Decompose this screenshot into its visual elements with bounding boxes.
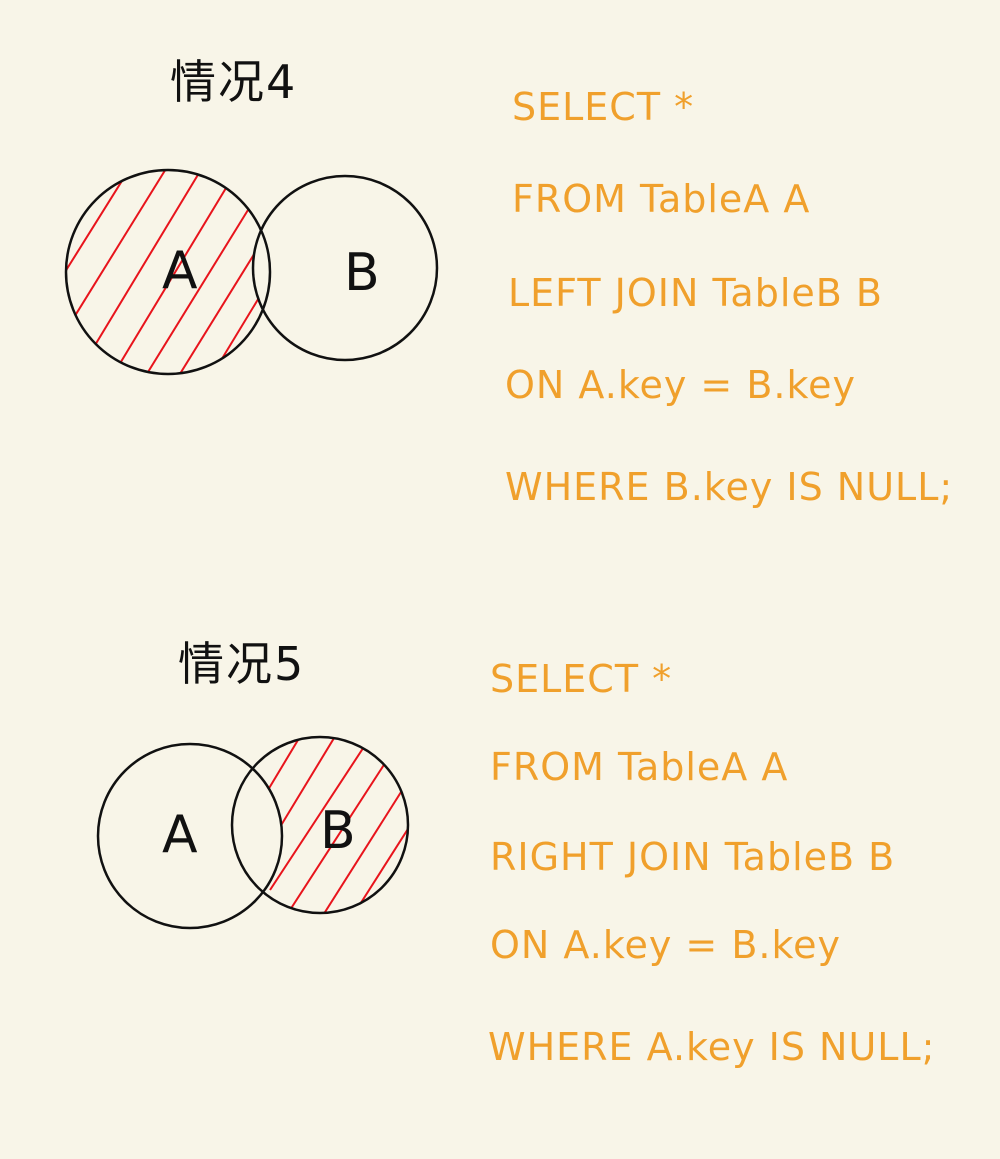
case5-sql: SELECT * FROM TableA A RIGHT JOIN TableB…: [488, 657, 935, 1069]
case5-circle-b: [230, 735, 410, 915]
case5-label-b: B: [320, 801, 356, 861]
case5-sql-line: SELECT *: [490, 657, 672, 701]
case4-sql-line: SELECT *: [512, 85, 694, 129]
case4-sql-line: ON A.key = B.key: [505, 363, 856, 407]
case4-sql: SELECT * FROM TableA A LEFT JOIN TableB …: [505, 85, 953, 509]
case5-sql-line: ON A.key = B.key: [490, 923, 841, 967]
case5-sql-line: FROM TableA A: [490, 745, 788, 789]
case5-title: 情况5: [178, 637, 305, 691]
case5-venn: A B: [96, 735, 410, 930]
case4-sql-line: LEFT JOIN TableB B: [508, 271, 883, 315]
case4-label-b: B: [344, 243, 380, 303]
case4-venn: A B: [64, 168, 439, 376]
case5-group: 情况5 A B SELECT * FROM TableA A RIGHT JOI…: [96, 637, 935, 1069]
case4-sql-line: WHERE B.key IS NULL;: [505, 465, 953, 509]
case4-title: 情况4: [170, 55, 297, 109]
case4-label-a: A: [162, 241, 198, 301]
case5-label-a: A: [162, 805, 198, 865]
case4-group: 情况4 A B SELECT * FROM TableA A LEFT JOIN: [64, 55, 953, 509]
case5-sql-line: RIGHT JOIN TableB B: [490, 835, 895, 879]
case4-circle-b: [251, 174, 439, 362]
case5-sql-line: WHERE A.key IS NULL;: [488, 1025, 935, 1069]
case4-sql-line: FROM TableA A: [512, 177, 810, 221]
case4-circle-a: [64, 168, 272, 376]
case5-circle-a: [96, 742, 284, 930]
